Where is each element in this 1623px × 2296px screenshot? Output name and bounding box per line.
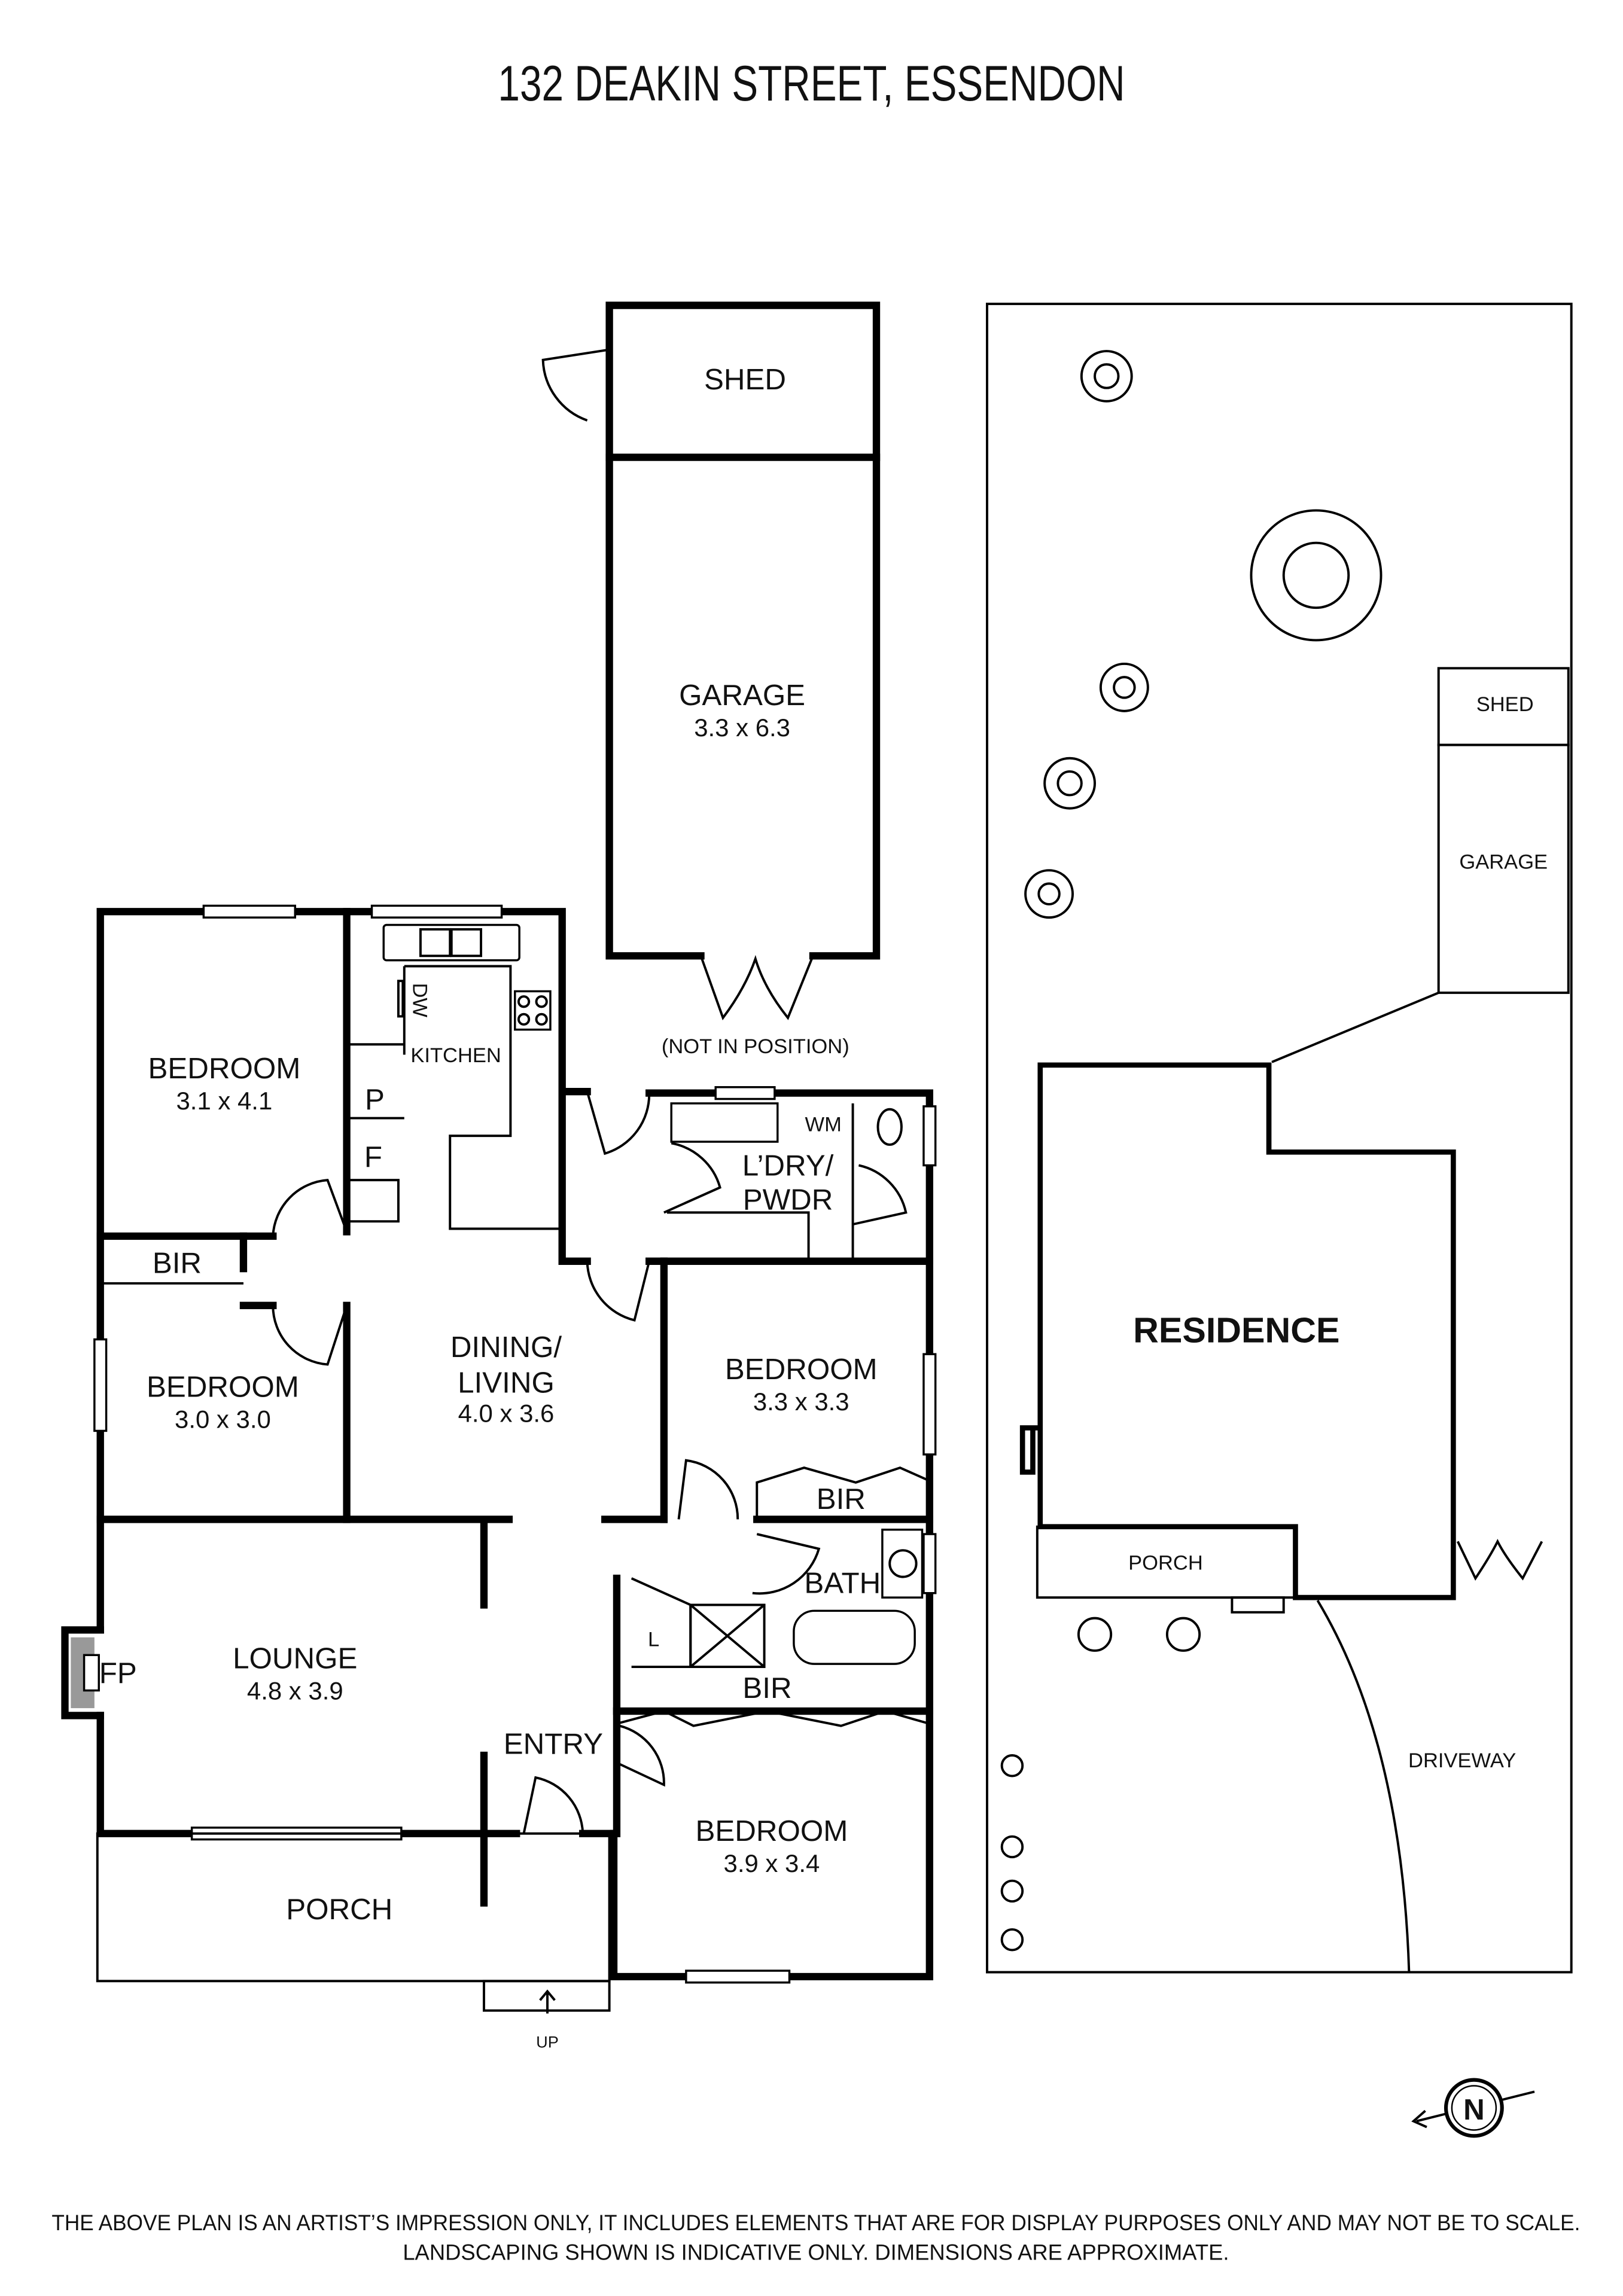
compass-label: N xyxy=(1463,2093,1485,2126)
page-title: 132 DEAKIN STREET, ESSENDON xyxy=(498,55,1125,111)
bedroom2-dims: 3.0 x 3.0 xyxy=(175,1405,271,1433)
bir1-label: BIR xyxy=(153,1247,202,1280)
tree-icons xyxy=(1000,350,1383,1952)
bedroom4-dims: 3.9 x 3.4 xyxy=(724,1849,820,1877)
driveway-label: DRIVEWAY xyxy=(1408,1749,1516,1772)
bedroom1-dims: 3.1 x 4.1 xyxy=(176,1087,273,1115)
garage-building xyxy=(541,301,881,1020)
disclaimer-line-1: THE ABOVE PLAN IS AN ARTIST’S IMPRESSION… xyxy=(51,2210,1580,2235)
lounge-label: LOUNGE xyxy=(233,1642,357,1675)
disclaimer-line-2: LANDSCAPING SHOWN IS INDICATIVE ONLY. DI… xyxy=(403,2240,1229,2265)
bir3-label: BIR xyxy=(742,1672,791,1705)
up-label: UP xyxy=(536,2032,559,2051)
fp-label: FP xyxy=(99,1657,137,1690)
north-compass-icon xyxy=(1411,2078,1535,2138)
dining-dims: 4.0 x 3.6 xyxy=(458,1399,555,1428)
dining-label-2: LIVING xyxy=(458,1366,555,1399)
laundry-label-1: L’DRY/ xyxy=(742,1149,834,1182)
porch-outline xyxy=(96,1832,611,1983)
site-plan xyxy=(986,303,1573,1974)
up-arrow-icon xyxy=(539,1989,556,2014)
site-porch-label: PORCH xyxy=(1128,1551,1203,1574)
dw-label: DW xyxy=(409,983,431,1017)
bedroom2-label: BEDROOM xyxy=(147,1371,299,1404)
bedroom3-label: BEDROOM xyxy=(725,1353,878,1386)
site-garage-label: GARAGE xyxy=(1459,851,1548,874)
pantry-label: P xyxy=(365,1083,385,1116)
dining-label-1: DINING/ xyxy=(450,1331,562,1364)
garage-dims: 3.3 x 6.3 xyxy=(694,714,790,742)
entry-label: ENTRY xyxy=(504,1728,603,1761)
residence-label: RESIDENCE xyxy=(1133,1310,1339,1350)
door-swings xyxy=(272,1091,927,1834)
lounge-dims: 4.8 x 3.9 xyxy=(247,1676,343,1705)
bedroom3-dims: 3.3 x 3.3 xyxy=(753,1388,849,1416)
wm-label: WM xyxy=(805,1114,842,1136)
porch-label: PORCH xyxy=(286,1893,392,1926)
bedroom1-label: BEDROOM xyxy=(148,1052,300,1085)
bir2-label: BIR xyxy=(817,1483,866,1516)
garage-note: (NOT IN POSITION) xyxy=(662,1035,849,1058)
shed-label: SHED xyxy=(704,363,786,396)
bedroom4-label: BEDROOM xyxy=(696,1815,848,1847)
garage-label: GARAGE xyxy=(679,679,805,712)
house-walls xyxy=(61,904,937,1984)
site-shed-label: SHED xyxy=(1476,693,1534,716)
linen-label: L xyxy=(648,1629,659,1651)
kitchen-fittings xyxy=(346,923,924,1669)
laundry-label-2: PWDR xyxy=(743,1183,833,1216)
fridge-label: F xyxy=(364,1141,382,1173)
kitchen-label: KITCHEN xyxy=(410,1044,501,1067)
bath-label: BATH xyxy=(804,1567,881,1600)
